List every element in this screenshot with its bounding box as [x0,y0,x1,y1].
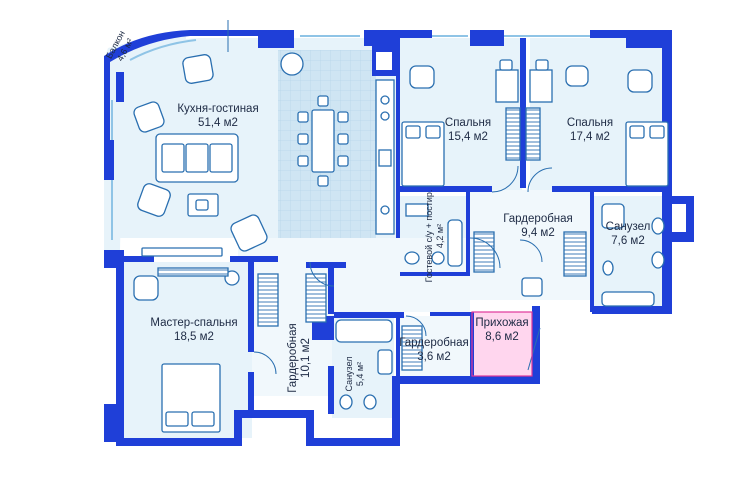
master-name: Мастер-спальня [150,317,237,329]
bathtub [601,291,655,307]
hallway-name: Прихожая [475,317,528,329]
wardrobe [257,273,279,327]
wardrobe-small-name: Гардеробная [399,337,469,349]
hallway-highlight [471,311,533,377]
wardrobe [157,267,229,277]
wardrobe [401,325,423,371]
wardrobe-master-area: 10,1 м2 [300,338,312,378]
shower [521,277,543,297]
wardrobe [473,231,495,273]
dining-chairs [297,95,349,187]
armchair [627,69,653,93]
kitchen-name: Кухня-гостиная [177,103,258,115]
wardrobe-main-name: Гардеробная [503,213,573,225]
room-labels: Кухня-гостиная 51,4 м2 Спальня 15,4 м2 С… [104,29,651,393]
bathroom-master-name: Санузел [344,356,354,391]
armchair [133,275,159,301]
master-area: 18,5 м2 [174,331,214,343]
armchair [230,214,268,252]
wardrobe-main-area: 9,4 м2 [521,227,554,239]
armchair [133,101,165,133]
wardrobe-master-name: Гардеробная [287,323,299,393]
bathroom-main-name: Санузел [606,221,651,233]
armchair [565,65,589,87]
wardrobe [525,107,541,161]
bathroom-master-area: 5,4 м² [355,362,365,386]
armchair [182,54,214,84]
doors [227,20,553,375]
armchair [137,183,171,217]
hallway-area: 8,6 м2 [485,331,518,343]
bathroom-main-area: 7,6 м2 [611,235,644,247]
guest-wc-name: Гостевой с/у + постир. [424,190,434,283]
bedroom1-name: Спальня [445,117,491,129]
kitchen-area: 51,4 м2 [198,117,238,129]
plant-icon [280,52,304,76]
bathtub [335,319,393,343]
bedroom2-name: Спальня [567,117,613,129]
wardrobe [505,107,521,161]
tv-console [141,247,223,257]
bedroom2-area: 17,4 м2 [570,131,610,143]
hallway-floor [472,312,532,376]
guest-wc-area: 4,2 м² [435,224,445,248]
furniture [133,52,669,433]
dining-table [311,109,335,173]
desk [529,69,553,103]
armchair [409,65,435,89]
desk [495,69,519,103]
wardrobe [563,231,587,277]
bedroom1-area: 15,4 м2 [448,131,488,143]
wardrobe [305,273,327,323]
wardrobe-small-area: 3,6 м2 [417,351,450,363]
